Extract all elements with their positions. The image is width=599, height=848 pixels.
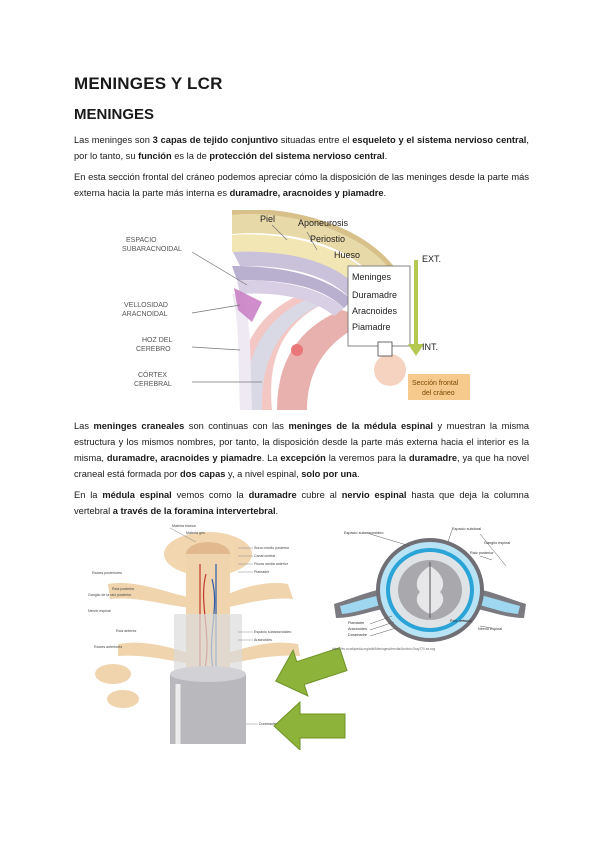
label-fisura: Fisura media anterior — [254, 562, 289, 566]
label-vellosidad-1: VELLOSIDAD — [124, 302, 168, 309]
label-hoz-1: HOZ DEL — [142, 337, 172, 344]
label-piamadre-spinal: Piamadre — [254, 570, 269, 574]
label-surco: Surco medio posterior — [254, 546, 290, 550]
source-url: https://es.m.wikipedia.org/wiki/Meninges… — [332, 647, 435, 651]
label-duramadre: Duramadre — [352, 290, 397, 300]
label-espacio-subaracnoideo: Espacio subaracnoideo — [254, 630, 291, 634]
label-seccion-1: Sección frontal — [412, 380, 459, 387]
label-raiz-posterior-xs: Raíz posterior — [470, 551, 494, 555]
label-nervio: Nervio espinal — [88, 609, 111, 613]
page-title: MENINGES Y LCR — [74, 74, 223, 93]
label-hoz-2: CEREBRO — [136, 346, 171, 353]
label-cortex-2: CEREBRAL — [134, 381, 172, 388]
label-piamadre: Piamadre — [352, 322, 391, 332]
label-piamadre-xs: Piamadre — [348, 621, 364, 625]
label-ganglio: Ganglio de la raíz posterior — [88, 593, 132, 597]
label-canal: Canal central — [254, 554, 275, 558]
figure-spinal-cord: Materia blanca Materia gris Surco medio … — [88, 524, 328, 750]
paragraph-2: En esta sección frontal del cráneo podem… — [74, 172, 529, 198]
label-espacio-subdural: Espacio subdural — [452, 527, 481, 531]
section-heading: MENINGES — [74, 106, 155, 123]
label-ganglio-espinal: Ganglio espinal — [484, 541, 510, 545]
paragraph-4: En la médula espinal vemos como la duram… — [74, 490, 530, 516]
label-espacio-2: SUBARACNOIDAL — [122, 246, 182, 253]
label-espacio-1: ESPACIO — [126, 237, 157, 244]
label-raiz-anterior: Raíz anterior — [116, 629, 137, 633]
label-hueso: Hueso — [334, 250, 360, 260]
label-int: INT. — [422, 342, 438, 352]
label-cortex-1: CÓRTEX — [138, 370, 167, 379]
figure-green-arrows — [270, 640, 350, 752]
paragraph-1: Las meninges son 3 capas de tejido conju… — [74, 135, 529, 161]
figure-skull-meninges: ESPACIO SUBARACNOIDAL VELLOSIDAD ARACNOI… — [112, 209, 482, 410]
label-duramadre-spinal: Duramadre — [259, 722, 277, 726]
label-raices-posteriores: Raíces posteriores — [92, 571, 122, 575]
label-seccion-2: del cráneo — [422, 390, 455, 397]
label-aracnoides-spinal: Aracnoides — [254, 638, 272, 642]
label-espacio-subaracnoideo-xs: Espacio subaracnoideo — [344, 531, 383, 535]
label-nervio-espinal-xs: Nervio espinal — [478, 627, 502, 631]
label-materia-blanca: Materia blanca — [172, 524, 196, 528]
paragraph-3: Las meninges craneales son continuas con… — [74, 421, 530, 479]
label-vellosidad-2: ARACNOIDAL — [122, 311, 168, 318]
label-duramadre-xs: Duramadre — [348, 633, 367, 637]
label-aracnoides-xs: Aracnoides — [348, 627, 367, 631]
figure-spinal-cross-section: Espacio subaracnoideo Espacio subdural R… — [330, 526, 530, 654]
label-aracnoides: Aracnoides — [352, 306, 398, 316]
label-piel: Piel — [260, 214, 275, 224]
label-raiz-posterior: Raíz posterior — [112, 587, 135, 591]
label-raiz-anterior-xs: Raíz anterior — [450, 619, 472, 623]
label-raices-anteriores: Raíces anteriores — [94, 645, 122, 649]
label-ext: EXT. — [422, 254, 441, 264]
label-meninges: Meninges — [352, 272, 392, 282]
label-periostio: Periostio — [310, 234, 345, 244]
label-aponeurosis: Aponeurosis — [298, 218, 349, 228]
label-materia-gris: Materia gris — [186, 531, 205, 535]
